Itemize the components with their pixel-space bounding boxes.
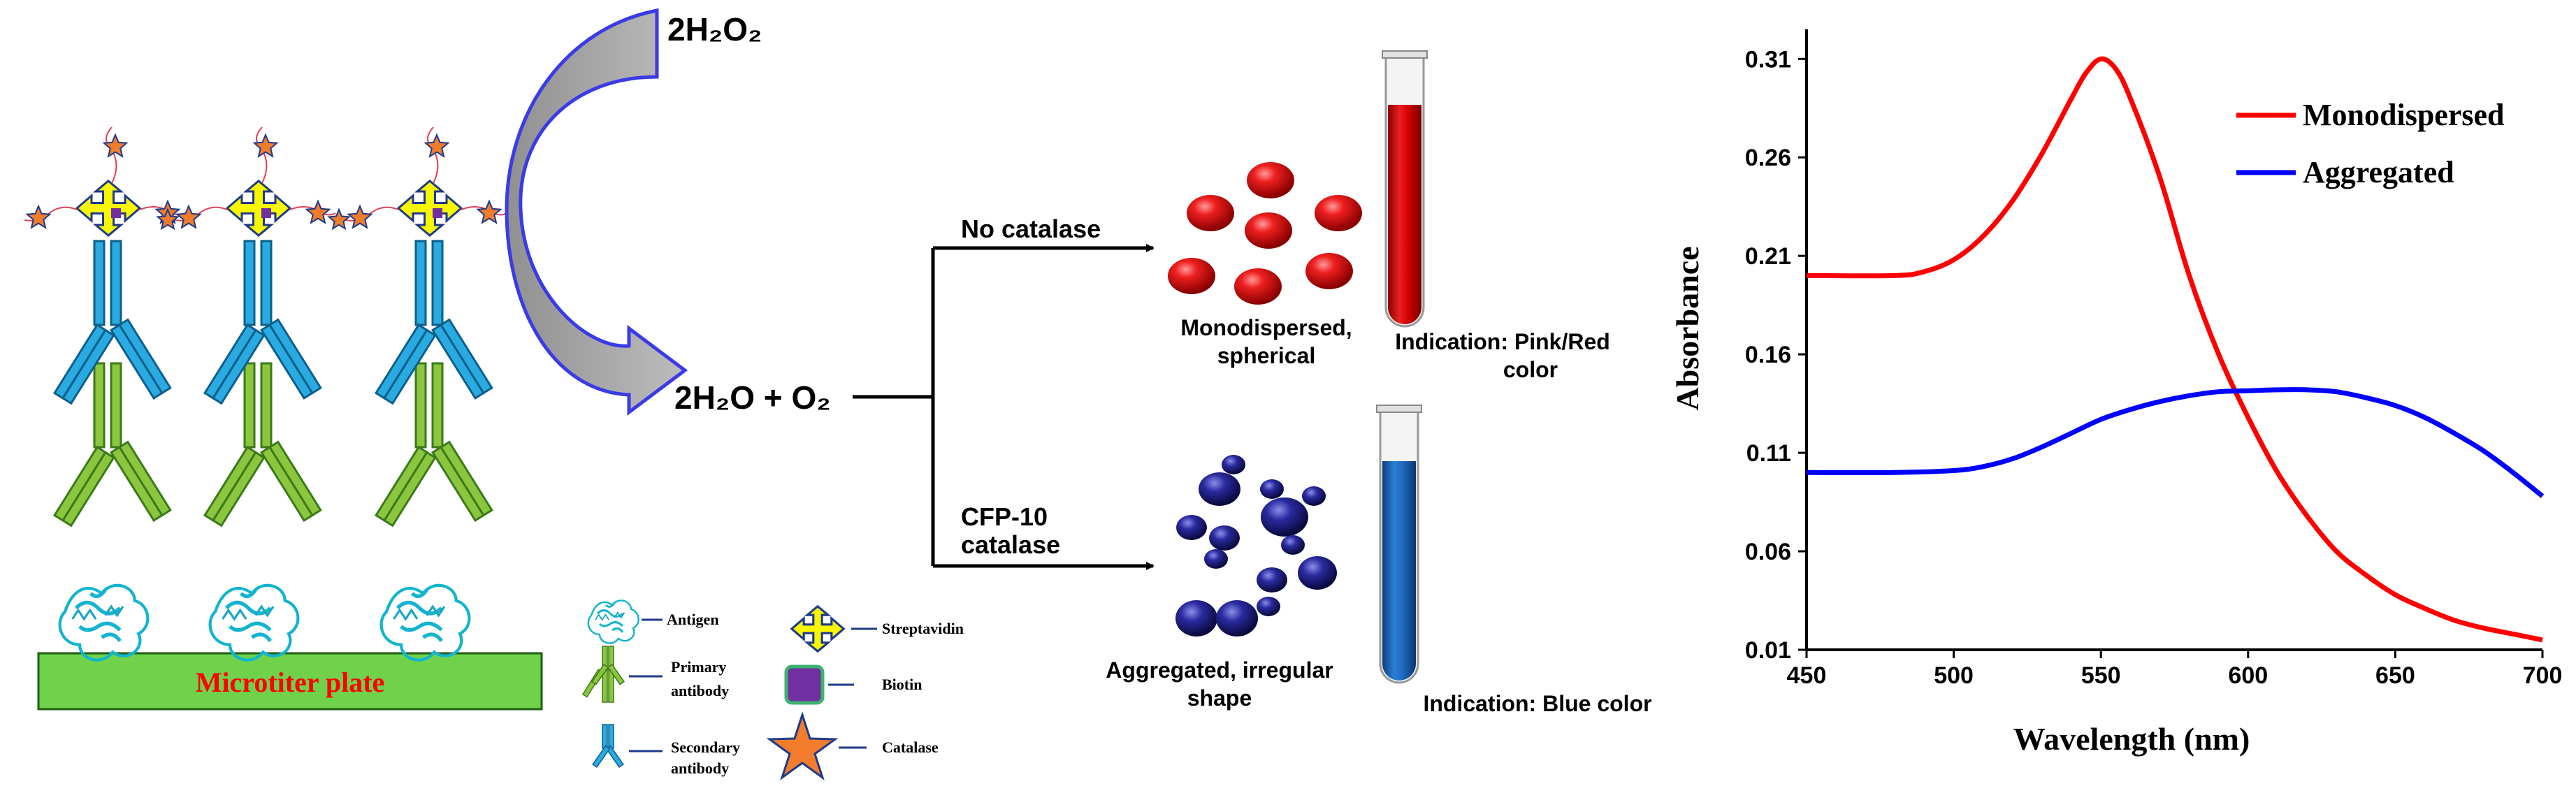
legend-catalase: Catalase (882, 739, 939, 756)
catalase (305, 199, 331, 224)
legend-primary-antibody-line1: Primary (671, 658, 726, 676)
antigen (382, 586, 470, 660)
streptavidin (396, 180, 463, 237)
catalase (252, 133, 279, 158)
x-tick-label: 500 (1934, 662, 1974, 689)
antibody-stack (156, 126, 336, 660)
y-tick-label: 0.16 (1745, 342, 1791, 368)
biotin (433, 208, 442, 218)
aggregated-caption-line1: Aggregated, irregular (1106, 657, 1333, 683)
no-catalase-label: No catalase (961, 214, 1101, 243)
y-tick-label: 0.11 (1746, 440, 1791, 467)
aggregated-particles (1175, 455, 1337, 637)
legend-secondary-antibody-line2: antibody (671, 759, 729, 777)
legend-secondary-antibody-line1: Secondary (671, 739, 740, 756)
antigen-legend-icon (587, 599, 640, 645)
branch-arrows (853, 244, 1155, 570)
monodispersed-caption-line2: spherical (1217, 343, 1316, 368)
catalase (347, 204, 373, 229)
catalase (102, 133, 129, 158)
x-tick-label: 700 (2523, 662, 2563, 689)
aggregated-caption-line2: shape (1187, 685, 1252, 711)
monodispersed-particles (1168, 162, 1362, 305)
blue-test-tube (1376, 405, 1422, 684)
elisa-stacks: Microtiter plate (24, 126, 543, 711)
legend-entry: Aggregated (2303, 155, 2454, 189)
secondary-antibody (52, 240, 172, 405)
series-line-aggregated (1806, 387, 2545, 498)
product-label: 2H₂O + O₂ (674, 379, 831, 416)
antibody-stack (24, 126, 186, 660)
primary-antibody (203, 362, 322, 528)
biotin (261, 208, 271, 218)
legend-antigen: Antigen (667, 611, 719, 628)
catalase (424, 133, 450, 158)
catalase (175, 204, 202, 229)
pink-red-indication-line2: color (1503, 357, 1558, 382)
blue-indication: Indication: Blue color (1423, 691, 1651, 716)
legend-entry: Monodispersed (2303, 98, 2504, 132)
red-test-tube (1382, 50, 1428, 328)
catalase (327, 208, 351, 231)
antibody-stack (327, 126, 507, 660)
catalase (476, 199, 502, 224)
plate-label: Microtiter plate (196, 667, 385, 698)
y-tick-label: 0.26 (1745, 145, 1791, 171)
primary-antibody (374, 362, 493, 528)
y-axis-label: Absorbance (1670, 246, 1705, 410)
cfp10-catalase-label-line1: CFP-10 (961, 502, 1048, 531)
secondary-antibody-legend-icon (592, 724, 624, 768)
x-tick-label: 600 (2228, 662, 2268, 689)
pink-red-indication-line1: Indication: Pink/Red (1395, 329, 1610, 354)
x-tick-label: 650 (2375, 662, 2415, 689)
monodispersed-caption-line1: Monodispersed, (1180, 315, 1352, 340)
secondary-antibody (203, 240, 322, 405)
antigen (60, 586, 148, 660)
y-tick-label: 0.21 (1745, 243, 1791, 270)
catalase-reaction-arrow: 2H₂O₂ 2H₂O + O₂ (505, 8, 831, 416)
legend-primary-antibody-line2: antibody (671, 682, 729, 699)
legend-streptavidin: Streptavidin (882, 620, 964, 637)
biotin-legend-icon (784, 664, 825, 705)
x-axis-label: Wavelength (nm) (2013, 721, 2250, 757)
microtiter-plate (37, 652, 543, 711)
biotin (111, 208, 121, 218)
primary-antibody (52, 362, 172, 528)
x-tick-label: 450 (1787, 662, 1827, 689)
series-line-monodispersed (1806, 56, 2543, 643)
x-tick-label: 550 (2081, 662, 2121, 689)
catalase-legend-icon (766, 711, 839, 780)
streptavidin (225, 180, 292, 237)
absorbance-chart: Absorbance Wavelength (nm) 450 500 550 600 6… (1670, 29, 2562, 757)
component-legend: Antigen Primary antibody Secondary antib… (581, 599, 964, 780)
y-tick-label: 0.01 (1745, 637, 1791, 664)
substrate-label: 2H₂O₂ (667, 11, 762, 48)
cfp10-catalase-label-line2: catalase (961, 530, 1060, 559)
streptavidin (75, 180, 142, 237)
catalase (156, 208, 180, 231)
catalase (25, 204, 52, 229)
antigen (210, 586, 298, 660)
y-tick-label: 0.06 (1745, 539, 1791, 565)
streptavidin-legend-icon (790, 604, 846, 653)
secondary-antibody (374, 240, 493, 405)
y-tick-label: 0.31 (1745, 46, 1791, 73)
legend-biotin: Biotin (882, 676, 922, 693)
